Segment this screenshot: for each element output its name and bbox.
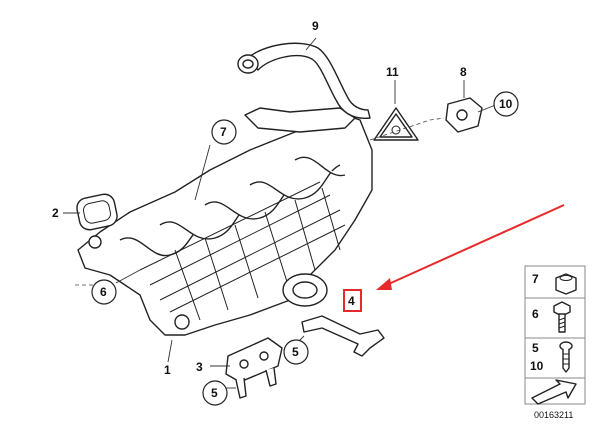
callout-5a: 5 (211, 386, 218, 400)
callout-7: 7 (220, 125, 227, 139)
bracket (225, 337, 283, 399)
callout-6: 6 (100, 285, 107, 299)
callout-circle-7 (211, 119, 237, 145)
breather-hose (237, 42, 371, 119)
legend-label-5: 5 (532, 341, 539, 355)
highlight-annotation (343, 204, 565, 312)
red-arrow (381, 204, 565, 288)
callout-11: 11 (386, 65, 399, 79)
callout-2: 2 (52, 206, 59, 220)
callout-3: 3 (196, 360, 203, 374)
callouts: 9 11 8 10 7 2 6 1 3 5 5 4 (52, 19, 519, 406)
bolt-icon (553, 301, 571, 333)
callout-circle-6 (91, 279, 117, 305)
fastener-legend: 7 6 5 10 00163211 (524, 265, 586, 420)
legend-label-6: 6 (532, 307, 539, 321)
clip-icon (559, 341, 573, 373)
nut-icon (555, 273, 577, 295)
arrow-icon (531, 379, 577, 405)
callout-1: 1 (164, 363, 171, 377)
callout-5b: 5 (292, 345, 299, 359)
reference-number: 00163211 (534, 410, 573, 420)
warning-label (373, 107, 419, 141)
callout-8: 8 (460, 65, 467, 79)
callout-4: 4 (348, 294, 355, 308)
legend-label-10: 10 (530, 359, 544, 373)
callout-circle-10 (493, 91, 519, 117)
red-arrowhead (376, 278, 392, 290)
intake-manifold (77, 107, 373, 336)
legend-label-7: 7 (532, 272, 539, 286)
callout-circle-5b (283, 339, 309, 365)
sensor (445, 97, 483, 133)
gasket (76, 193, 118, 231)
support-bracket (301, 315, 385, 357)
callout-10: 10 (499, 97, 513, 111)
callout-circle-5a (202, 380, 228, 406)
leader-lines (63, 37, 499, 389)
callout-9: 9 (312, 19, 319, 33)
red-highlight-box (343, 289, 362, 312)
